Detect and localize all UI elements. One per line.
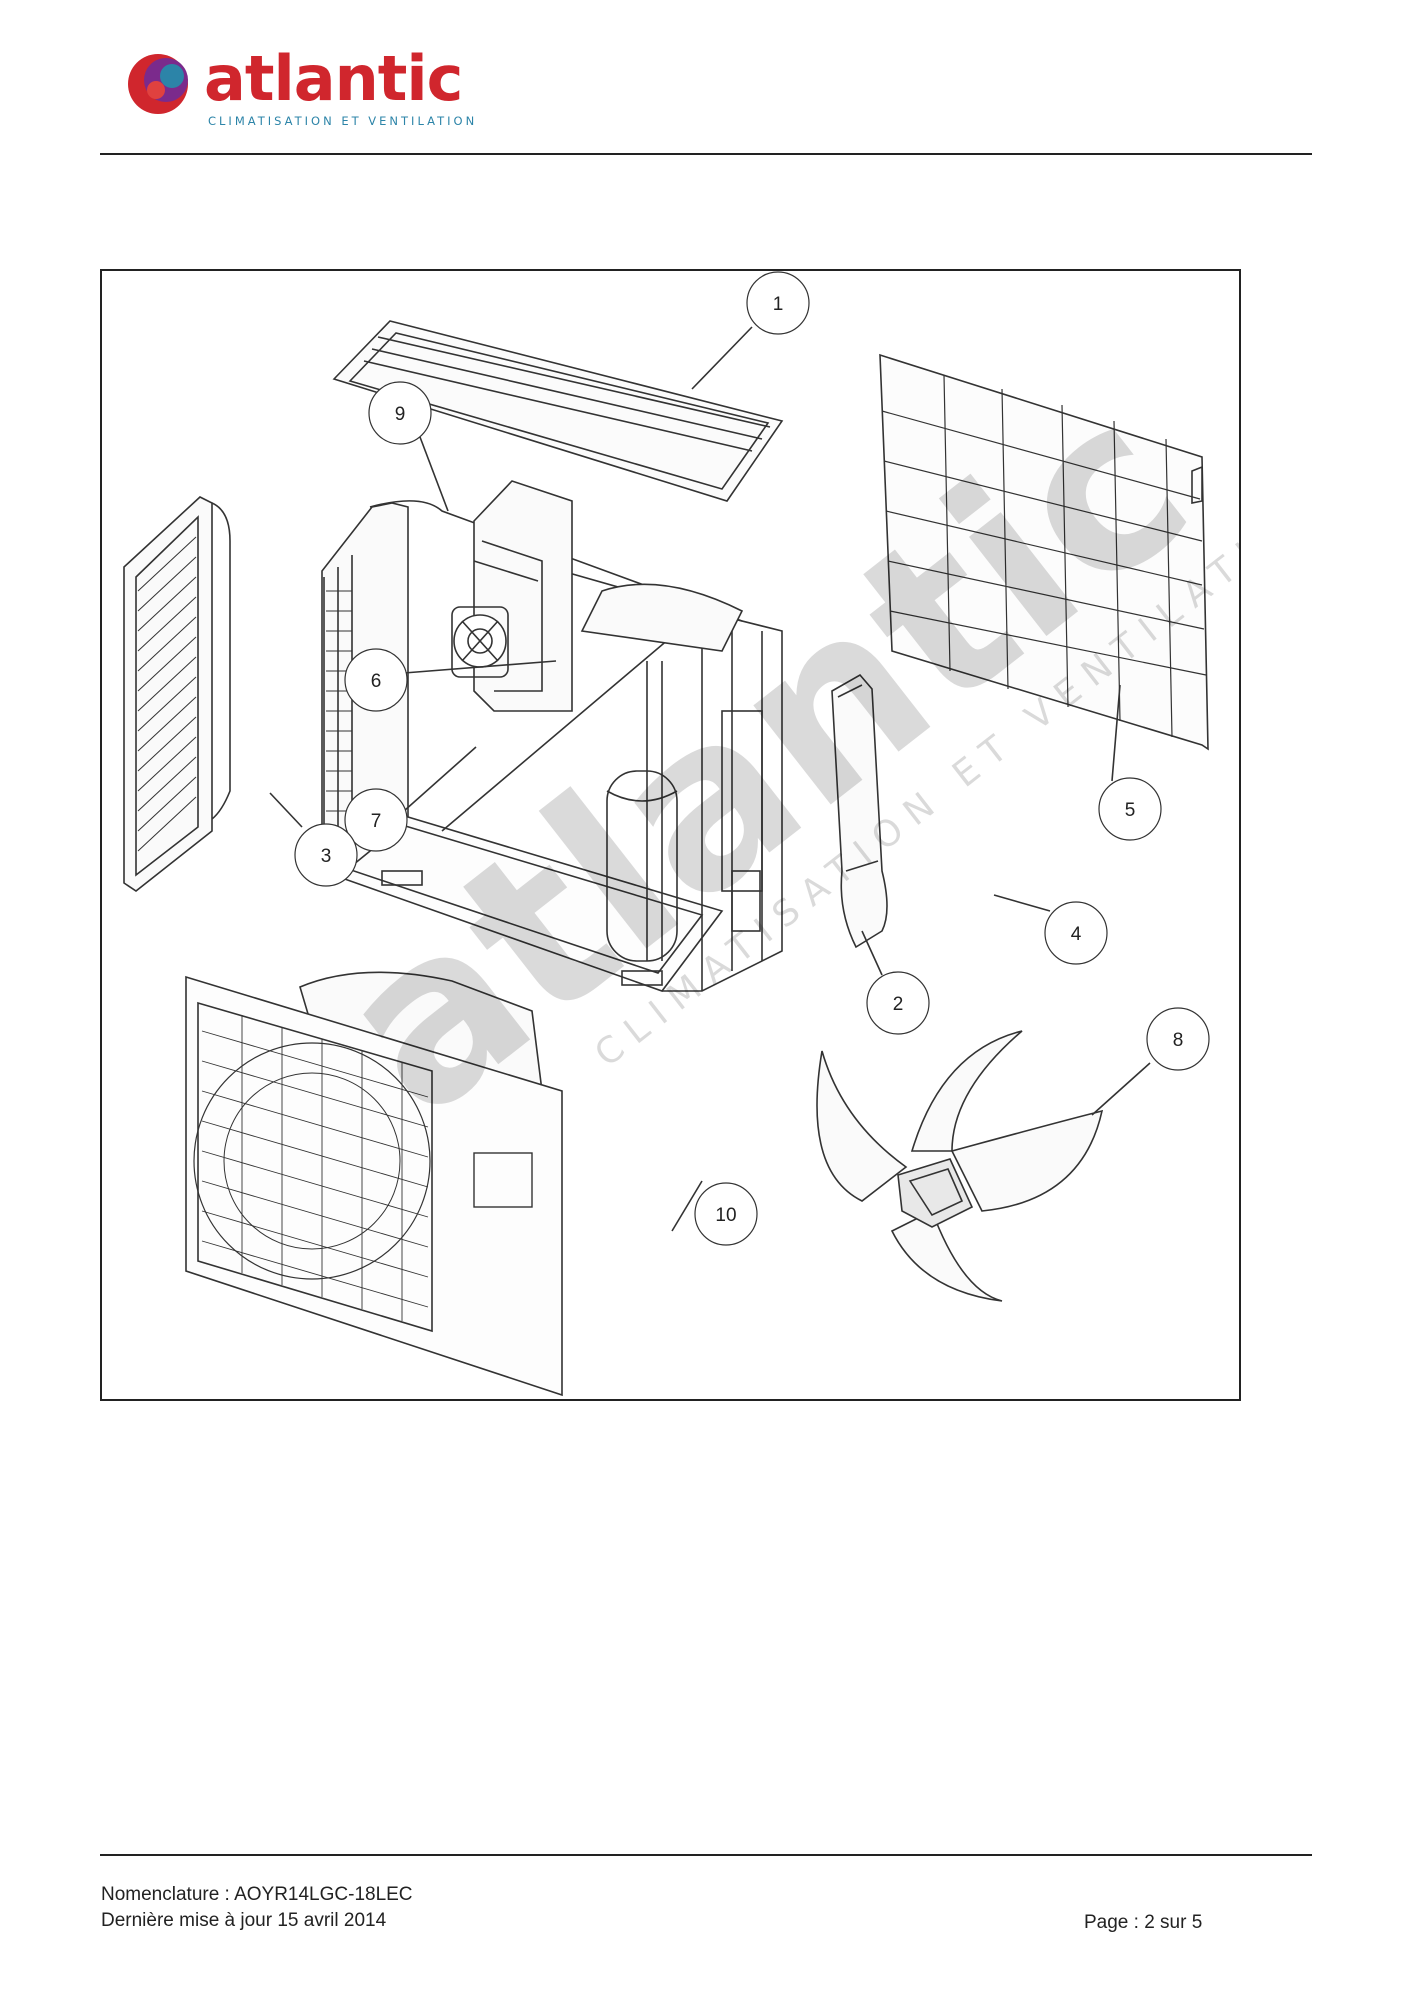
part-fan-motor <box>453 614 507 668</box>
exploded-diagram: 1 9 6 7 3 2 5 <box>100 269 1241 1401</box>
part-side-grille <box>123 496 231 892</box>
svg-text:1: 1 <box>773 294 784 315</box>
callout-10: 10 <box>671 1180 758 1246</box>
footer-page-number: Page : 2 sur 5 <box>1084 1912 1203 1933</box>
footer-updated-date: Dernière mise à jour 15 avril 2014 <box>101 1910 387 1931</box>
header-rule <box>100 153 1312 155</box>
callout-2: 2 <box>861 930 930 1035</box>
logo-tagline: CLIMATISATION ET VENTILATION <box>208 114 478 128</box>
svg-text:7: 7 <box>371 811 382 832</box>
svg-text:6: 6 <box>371 671 382 692</box>
logo-wordmark: atlantic <box>204 42 463 115</box>
part-rear-guard <box>879 353 1209 751</box>
svg-text:10: 10 <box>715 1205 736 1226</box>
callout-3: 3 <box>269 792 358 887</box>
part-side-panel <box>831 673 888 949</box>
callout-4: 4 <box>993 894 1108 965</box>
brand-logo: atlantic CLIMATISATION ET VENTILATION <box>120 42 490 136</box>
footer-nomenclature: Nomenclature : AOYR14LGC-18LEC <box>101 1884 413 1905</box>
svg-text:3: 3 <box>321 846 332 867</box>
logo-mark-icon <box>128 54 188 114</box>
svg-text:8: 8 <box>1173 1030 1184 1051</box>
part-propeller <box>816 1030 1104 1302</box>
part-motor-bracket <box>451 480 573 712</box>
callout-7: 7 <box>344 746 477 852</box>
part-chassis <box>320 570 783 992</box>
callout-9: 9 <box>368 381 449 512</box>
svg-text:5: 5 <box>1125 800 1136 821</box>
part-top-panel <box>332 320 784 502</box>
part-front-panel <box>185 971 563 1397</box>
svg-text:9: 9 <box>395 404 406 425</box>
callout-6: 6 <box>344 648 557 712</box>
callout-5: 5 <box>1098 684 1162 841</box>
callout-1: 1 <box>691 271 810 390</box>
footer-rule <box>100 1854 1312 1856</box>
callout-8: 8 <box>1091 1007 1210 1116</box>
svg-text:4: 4 <box>1071 924 1082 945</box>
svg-text:2: 2 <box>893 994 904 1015</box>
